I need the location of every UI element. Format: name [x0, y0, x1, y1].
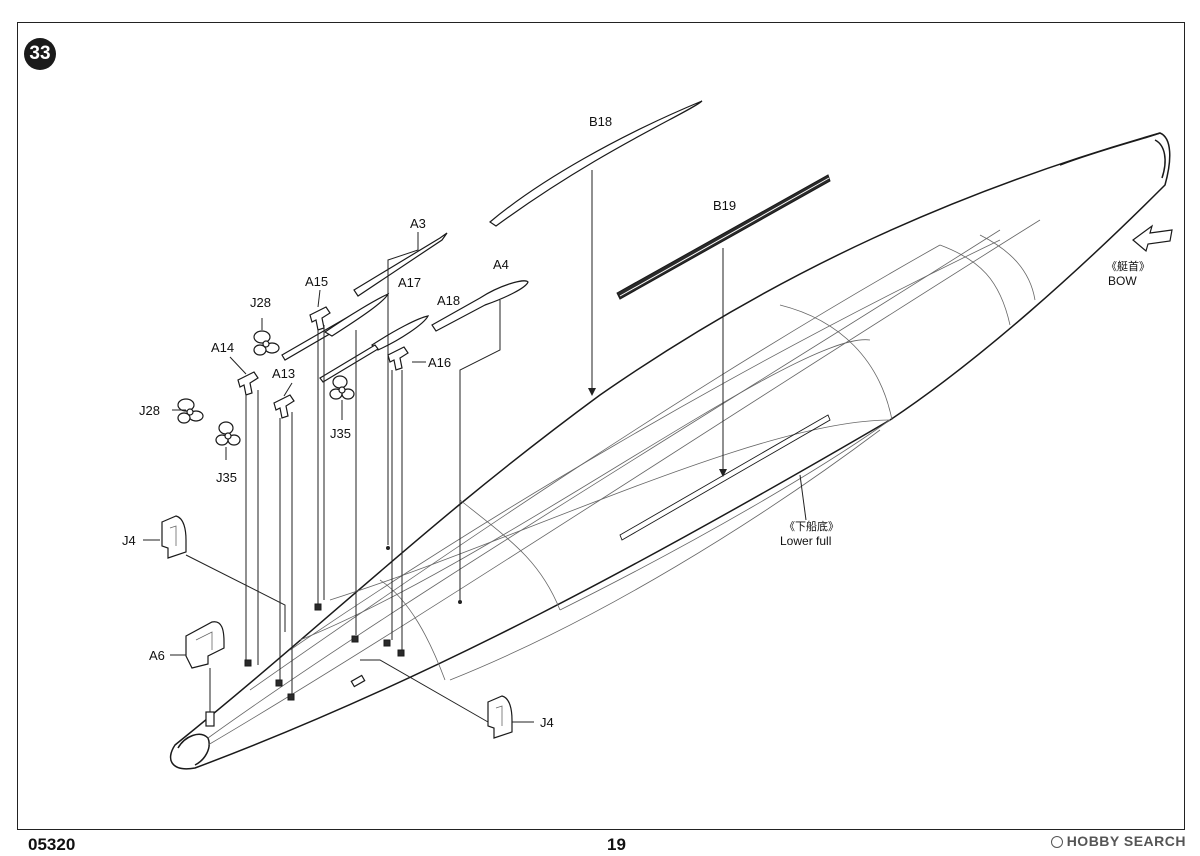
part-a17-strut: [323, 292, 390, 337]
part-j35-lower: [215, 421, 241, 446]
label-b18: B18: [589, 114, 612, 129]
hull-outline: [169, 132, 1171, 770]
part-a14: [237, 371, 259, 396]
product-code: 05320: [28, 835, 76, 854]
assembly-lines: [143, 170, 807, 727]
part-a6: [185, 621, 225, 669]
label-j35-lower: J35: [216, 470, 237, 485]
part-a4-shaft: [431, 280, 529, 332]
bow-note-en: BOW: [1108, 274, 1137, 288]
lower-hull-note-en: Lower full: [780, 534, 831, 548]
instruction-frame: [17, 22, 1185, 830]
part-b19: [616, 174, 831, 300]
label-j4-lower: J4: [540, 715, 554, 730]
label-a16: A16: [428, 355, 451, 370]
label-a4: A4: [493, 257, 509, 272]
lower-hull-note-cn: 《下船底》: [784, 519, 839, 533]
hollow-arrow-icon: [1132, 224, 1173, 253]
part-j4-upper: [161, 515, 187, 559]
part-a18-strut: [319, 315, 430, 383]
bow-note-cn: 《艇首》: [1106, 259, 1150, 273]
label-a17: A17: [398, 275, 421, 290]
page-number: 19: [607, 835, 626, 854]
label-a3: A3: [410, 216, 426, 231]
label-a18: A18: [437, 293, 460, 308]
label-a6: A6: [149, 648, 165, 663]
part-a15: [309, 306, 331, 331]
part-j28-lower: [177, 398, 204, 424]
part-j28-upper: [253, 330, 280, 356]
label-a14: A14: [211, 340, 234, 355]
label-a15: A15: [305, 274, 328, 289]
lower-hull: [169, 132, 1171, 770]
label-a13: A13: [272, 366, 295, 381]
watermark-text: HOBBY SEARCH: [1066, 833, 1186, 849]
part-b18: [489, 100, 703, 227]
label-j4-upper: J4: [122, 533, 136, 548]
part-a16: [387, 346, 409, 371]
hobby-search-logo-icon: [1050, 836, 1063, 848]
label-j28-upper: J28: [250, 295, 271, 310]
part-j4-lower: [487, 695, 513, 739]
step-number-badge: 33: [24, 38, 56, 70]
part-a3-shaft: [281, 232, 448, 361]
part-a13: [273, 394, 295, 419]
label-j28-lower: J28: [139, 403, 160, 418]
label-j35-upper: J35: [330, 426, 351, 441]
label-b19: B19: [713, 198, 736, 213]
part-j35-upper: [329, 375, 355, 400]
watermark: HOBBY SEARCH: [1050, 833, 1186, 849]
